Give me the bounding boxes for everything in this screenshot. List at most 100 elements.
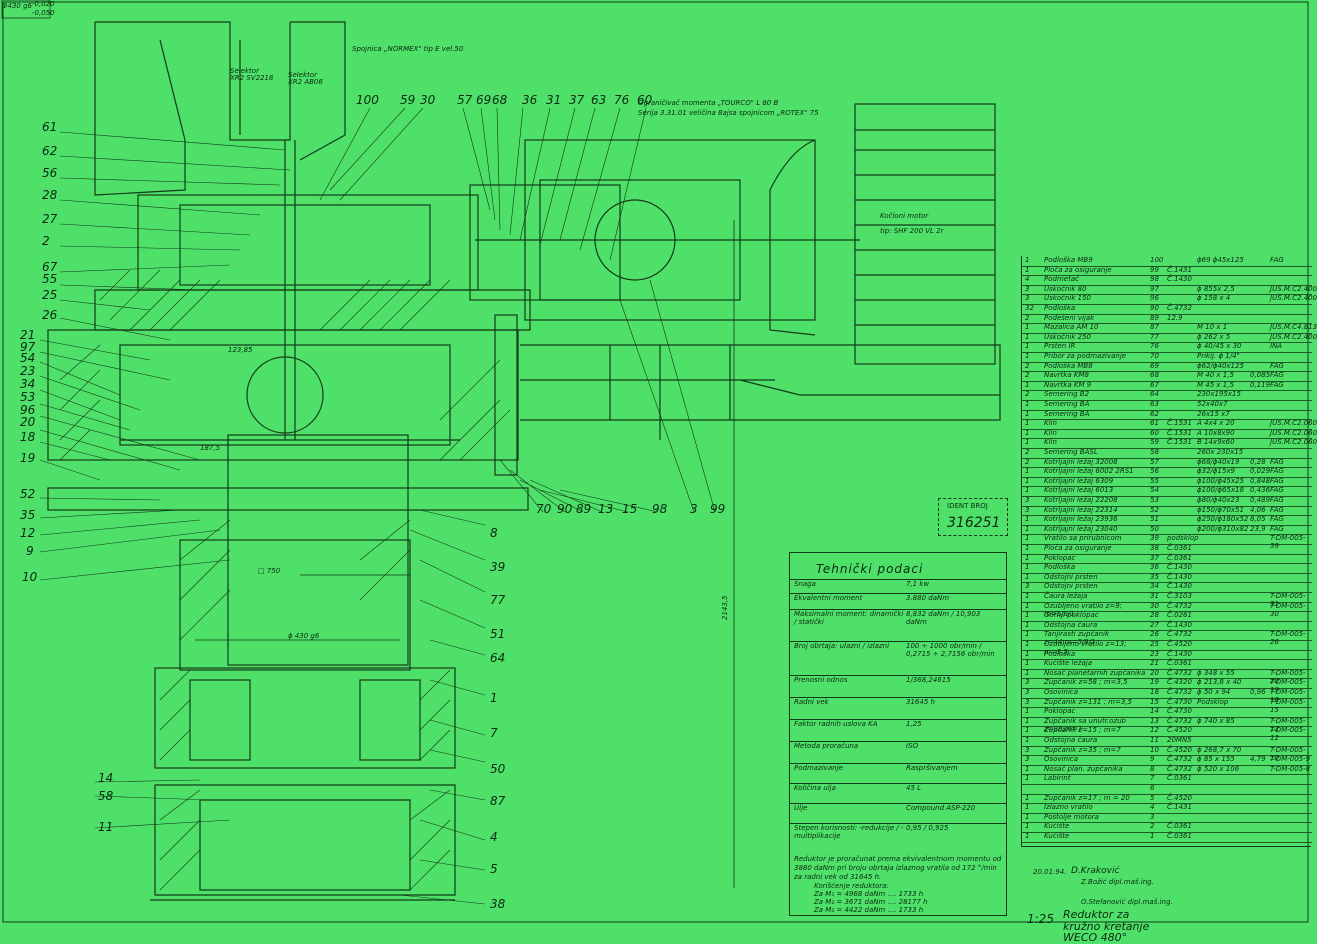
bom-qty: 1 bbox=[1025, 822, 1030, 831]
tech-value: 45 L bbox=[906, 784, 922, 792]
bom-pos: 11 bbox=[1150, 736, 1159, 744]
callout-59: 59 bbox=[400, 93, 416, 107]
bom-qty: 1 bbox=[1025, 256, 1030, 264]
callout-5: 5 bbox=[490, 862, 498, 876]
bom-qty: 2 bbox=[1025, 448, 1030, 456]
callout-14: 14 bbox=[98, 771, 114, 785]
bom-qty: 1 bbox=[1025, 611, 1030, 620]
bom-name: Nosač planetarnih zupčanika bbox=[1044, 668, 1146, 677]
bom-qty: 1 bbox=[1025, 476, 1030, 485]
bom-name: Kotrljajni ležaj 23936 bbox=[1044, 515, 1118, 524]
tech-label: Broj obrtaja: ulazni / izlazni bbox=[794, 642, 890, 650]
title-block: 20.01.94. D.Kraković Z.Božić dipl.maš.in… bbox=[1021, 846, 1311, 943]
bom-qty: 1 bbox=[1025, 467, 1030, 476]
callout-2: 2 bbox=[42, 234, 50, 248]
bom-material: Č.4520 bbox=[1167, 640, 1192, 648]
bom-qty: 1 bbox=[1025, 726, 1030, 735]
bom-pos: 62 bbox=[1150, 409, 1159, 418]
bom-material: podsklop bbox=[1167, 534, 1199, 543]
usage-title: Korišćenje reduktora: bbox=[814, 882, 889, 890]
bom-pos: 37 bbox=[1150, 553, 1159, 562]
callout-25: 25 bbox=[42, 288, 58, 302]
bom-material: Č.4732 bbox=[1167, 755, 1192, 764]
bom-dimension: ϕ200/ϕ310x82 bbox=[1197, 524, 1249, 533]
bom-dimension: Prikij. ϕ 1/4" bbox=[1197, 352, 1240, 360]
bom-qty: 1 bbox=[1025, 342, 1030, 351]
bom-pos: 56 bbox=[1150, 467, 1159, 476]
callout-19: 19 bbox=[20, 451, 36, 465]
bom-material: Č.3103 bbox=[1167, 592, 1192, 600]
bom-qty: 1 bbox=[1025, 352, 1030, 360]
bom-material: 20MN5 bbox=[1167, 736, 1192, 744]
callout-56: 56 bbox=[42, 166, 58, 180]
bom-standard: JUS.M.C2.060 bbox=[1270, 419, 1317, 428]
bom-qty: 1 bbox=[1025, 668, 1030, 677]
bom-material: Č.4732 bbox=[1167, 630, 1192, 639]
bom-dimension: ϕ69 ϕ45x125 bbox=[1197, 256, 1244, 264]
bom-name: Poklopac bbox=[1044, 553, 1076, 562]
bom-name: Semering BASL bbox=[1044, 448, 1098, 456]
bom-pos: 12 bbox=[1150, 726, 1159, 735]
bom-pos: 27 bbox=[1150, 620, 1159, 629]
bom-qty: 1 bbox=[1025, 438, 1030, 447]
callout-98: 98 bbox=[652, 502, 668, 516]
bom-name: Odstojna čaura bbox=[1044, 736, 1098, 744]
bom-material: Č.0361 bbox=[1167, 822, 1192, 831]
bom-qty: 1 bbox=[1025, 793, 1030, 802]
bom-pos: 2 bbox=[1150, 822, 1155, 831]
bom-name: Zupčanik z=17 ; m = 20 bbox=[1044, 793, 1130, 802]
tech-label: Metoda proračuna bbox=[794, 742, 859, 750]
torque-limiter-note-2: Serija 3.31.01 veličina 8ajsa spojnicom … bbox=[638, 109, 819, 117]
bom-pos: 58 bbox=[1150, 448, 1159, 456]
callout-34: 34 bbox=[20, 377, 36, 391]
usage-line: Za M₂ = 3671 daNm .... 28177 h bbox=[814, 898, 928, 906]
callout-37: 37 bbox=[569, 93, 585, 107]
bom-qty: 1 bbox=[1025, 649, 1030, 658]
bom-name: Kućište ležaja bbox=[1044, 659, 1093, 668]
bom-qty: 2 bbox=[1025, 313, 1030, 322]
bom-pos: 50 bbox=[1150, 524, 1159, 533]
bom-name: Semering BA bbox=[1044, 409, 1090, 418]
bom-pos: 36 bbox=[1150, 563, 1159, 572]
bom-standard: FAG bbox=[1270, 467, 1284, 476]
bom-pos: 13 bbox=[1150, 716, 1159, 725]
bom-pos: 28 bbox=[1150, 611, 1159, 620]
tech-value: 1,25 bbox=[906, 720, 922, 728]
bom-material: Č.1430 bbox=[1167, 572, 1192, 581]
bom-standard: T-DM-005-26 bbox=[1270, 630, 1306, 647]
bom-qty: 2 bbox=[1025, 390, 1030, 399]
bom-material: Č.1531 bbox=[1167, 419, 1192, 428]
bom-dimension: ϕ 50 x 94 bbox=[1197, 688, 1231, 696]
bom-qty: 3 bbox=[1025, 284, 1030, 293]
bom-pos: 34 bbox=[1150, 582, 1159, 591]
bom-name: Kotrljajni ležaj 22208 bbox=[1044, 496, 1118, 504]
bom-name: Nosač plan. zupčanika bbox=[1044, 764, 1123, 773]
bom-qty: 1 bbox=[1025, 323, 1030, 332]
bom-pos: 21 bbox=[1150, 659, 1159, 668]
bom-name: Klin bbox=[1044, 438, 1057, 447]
bom-dimension: 52x40x7 bbox=[1197, 400, 1228, 408]
bom-material: Č.1430 bbox=[1167, 275, 1192, 284]
bom-material: Č.4732 bbox=[1167, 668, 1192, 677]
bom-standard: JUS.M.C2.400 bbox=[1270, 332, 1317, 341]
bom-dimension: ϕ 855x 2,5 bbox=[1197, 284, 1235, 293]
bom-qty: 1 bbox=[1025, 764, 1030, 773]
